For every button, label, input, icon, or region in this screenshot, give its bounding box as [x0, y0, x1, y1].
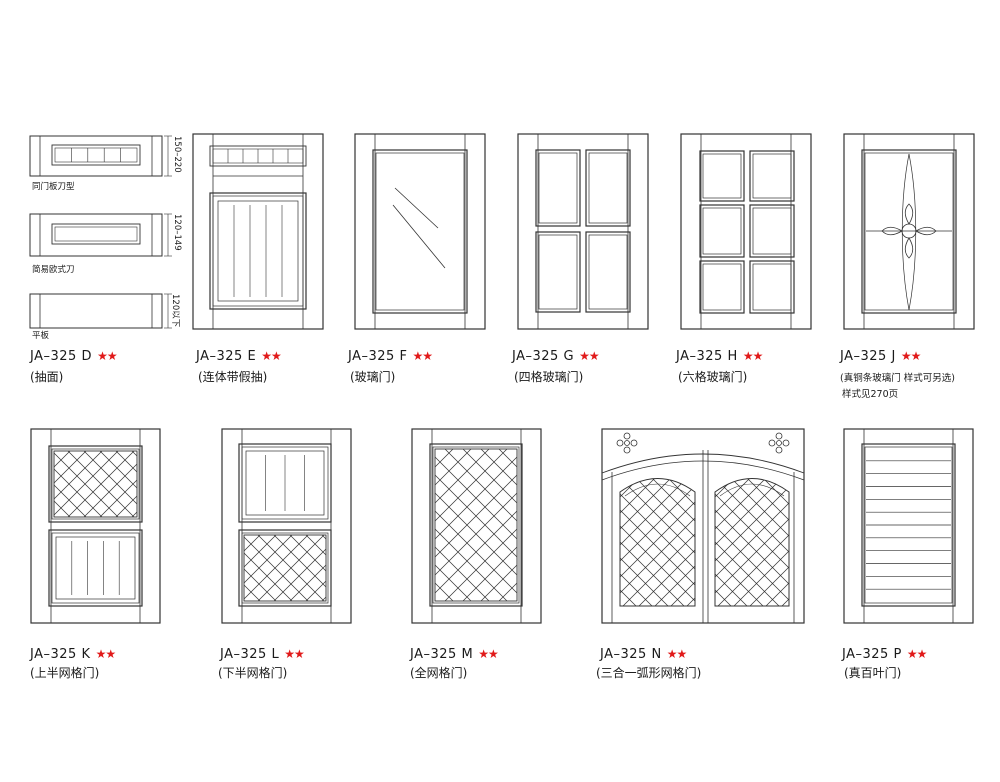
- model-name: JA–325 P: [842, 647, 902, 662]
- desc-E: (连体带假抽): [198, 370, 268, 384]
- rating-stars: ★★: [900, 349, 921, 363]
- model-name: JA–325 F: [348, 349, 408, 364]
- rating-stars: ★★: [906, 647, 927, 661]
- door-L: [221, 428, 352, 624]
- rating-stars: ★★: [579, 349, 599, 363]
- model-name: JA–325 M: [410, 647, 474, 662]
- profile-dim-3: 120以下: [170, 294, 180, 328]
- model-name: JA–325 K: [30, 647, 91, 662]
- door-J: [843, 133, 975, 330]
- rating-stars: ★★: [284, 647, 304, 661]
- rating-stars: ★★: [742, 349, 763, 363]
- desc-P: (真百叶门): [844, 666, 902, 680]
- door-H: [680, 133, 812, 330]
- desc-F: (玻璃门): [350, 370, 396, 384]
- model-name: JA–325 J: [840, 349, 896, 364]
- door-P: [843, 428, 974, 624]
- profile-label-3: 平板: [32, 331, 50, 341]
- profile-dim-2: 120–149: [172, 214, 182, 251]
- rating-stars: ★★: [97, 349, 117, 363]
- rating-stars: ★★: [261, 349, 281, 363]
- profile-dim-1: 150–220: [172, 136, 182, 173]
- lattice-grid: [244, 535, 326, 601]
- model-name: JA–325 N: [600, 647, 662, 662]
- model-name: JA–325 E: [196, 349, 257, 364]
- caption-F: JA–325 F ★★: [348, 345, 433, 364]
- desc-N: (三合一弧形网格门): [596, 666, 702, 680]
- desc-L: (下半网格门): [218, 666, 288, 680]
- caption-H: JA–325 H ★★: [676, 345, 763, 364]
- door-E: [192, 133, 324, 330]
- caption-P: JA–325 P ★★: [842, 643, 927, 662]
- caption-K: JA–325 K ★★: [30, 643, 116, 662]
- desc-K: (上半网格门): [30, 666, 100, 680]
- ornament-icon: [616, 432, 638, 454]
- caption-L: JA–325 L ★★: [220, 643, 305, 662]
- ornament-icon: [768, 432, 790, 454]
- desc-H: (六格玻璃门): [678, 370, 748, 384]
- model-name: JA–325 G: [512, 349, 575, 364]
- rating-stars: ★★: [478, 647, 498, 661]
- desc-J-2: 样式见270页: [842, 389, 899, 400]
- door-F: [354, 133, 486, 330]
- profile-label-1: 同门板刀型: [32, 182, 75, 192]
- door-N: [601, 428, 805, 624]
- lattice-grid: [54, 451, 137, 517]
- caption-J: JA–325 J ★★: [840, 345, 921, 364]
- model-name: JA–325 D: [30, 349, 92, 364]
- rating-stars: ★★: [666, 647, 687, 661]
- door-K: [30, 428, 161, 624]
- door-M: [411, 428, 542, 624]
- drawer-profiles: [29, 135, 172, 329]
- profile-label-2: 简易欧式刀: [32, 265, 75, 275]
- model-name: JA–325 L: [220, 647, 280, 662]
- desc-M: (全网格门): [410, 666, 468, 680]
- model-name: JA–325 H: [676, 349, 738, 364]
- desc-J: (真铜条玻璃门 样式可另选): [840, 373, 955, 384]
- caption-E: JA–325 E ★★: [196, 345, 282, 364]
- caption-G: JA–325 G ★★: [512, 345, 600, 364]
- desc-G: (四格玻璃门): [514, 370, 584, 384]
- caption-D: JA–325 D ★★: [30, 345, 118, 364]
- desc-D: (抽面): [30, 370, 64, 384]
- rating-stars: ★★: [95, 647, 116, 661]
- rating-stars: ★★: [412, 349, 433, 363]
- caption-M: JA–325 M ★★: [410, 643, 499, 662]
- door-G: [517, 133, 649, 330]
- caption-N: JA–325 N ★★: [600, 643, 687, 662]
- lattice-grid: [435, 449, 517, 601]
